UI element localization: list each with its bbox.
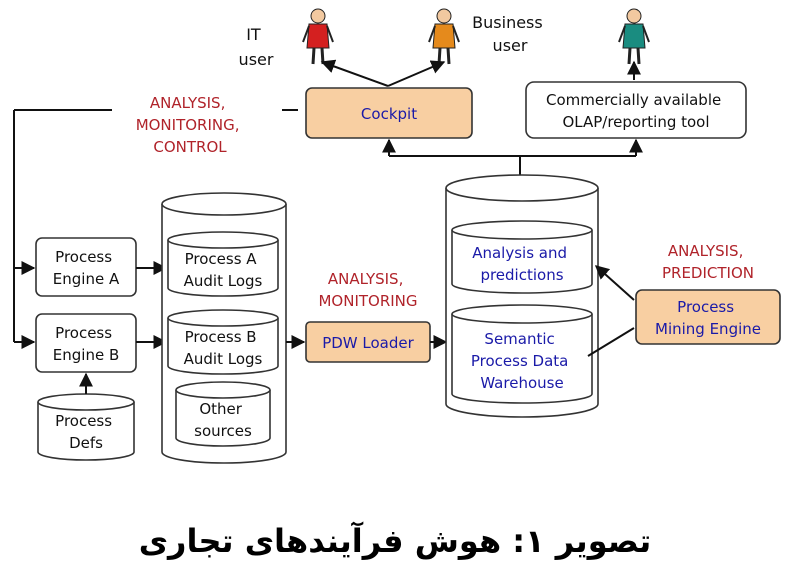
analysis-predictions-label: Analysis and predictions bbox=[472, 244, 572, 284]
pdw-loader-label: PDW Loader bbox=[322, 334, 414, 352]
cockpit-box bbox=[305, 87, 473, 139]
process-engine-a-label: Process Engine A bbox=[53, 248, 120, 288]
other-sources-label: Other sources bbox=[194, 400, 252, 440]
semantic-warehouse-store bbox=[451, 304, 593, 404]
audit-log-b-label: Process B Audit Logs bbox=[184, 328, 263, 368]
olap-tool-box bbox=[525, 81, 747, 139]
arrow-cockpit-to-business-user bbox=[387, 60, 446, 87]
audit-log-b-store bbox=[167, 309, 279, 375]
analysis-monitoring-label: ANALYSIS, MONITORING bbox=[318, 270, 417, 310]
arrow-mining-to-analysis bbox=[594, 265, 635, 301]
cockpit-label: Cockpit bbox=[361, 105, 417, 123]
process-defs-label: Process Defs bbox=[55, 412, 117, 452]
business-user-person-icon bbox=[428, 8, 460, 65]
process-mining-engine-label: Process Mining Engine bbox=[655, 298, 761, 338]
olap-user-person-icon bbox=[618, 8, 650, 65]
other-sources-store bbox=[175, 381, 271, 447]
it-user-person-icon bbox=[302, 8, 334, 65]
figure-caption: تصویر ۱: هوش فرآیندهای تجاری bbox=[139, 521, 652, 560]
arrow-cockpit-to-it-user bbox=[320, 59, 389, 87]
it-user-label: IT user bbox=[239, 25, 274, 69]
audit-log-a-store bbox=[167, 231, 279, 297]
semantic-warehouse-label: Semantic Process Data Warehouse bbox=[471, 330, 573, 392]
business-user-label: Business user bbox=[472, 13, 548, 55]
process-engine-b-label: Process Engine B bbox=[53, 324, 119, 364]
analysis-prediction-label: ANALYSIS, PREDICTION bbox=[662, 242, 754, 282]
olap-tool-label: Commercially available OLAP/reporting to… bbox=[546, 91, 726, 131]
process-defs-store bbox=[37, 393, 135, 461]
audit-log-a-label: Process A Audit Logs bbox=[184, 250, 263, 290]
analysis-predictions-store bbox=[451, 220, 593, 294]
process-mining-engine-box bbox=[635, 289, 781, 345]
analysis-monitoring-control-label: ANALYSIS, MONITORING, CONTROL bbox=[136, 94, 245, 156]
connector-warehouse-to-mining bbox=[587, 327, 635, 357]
